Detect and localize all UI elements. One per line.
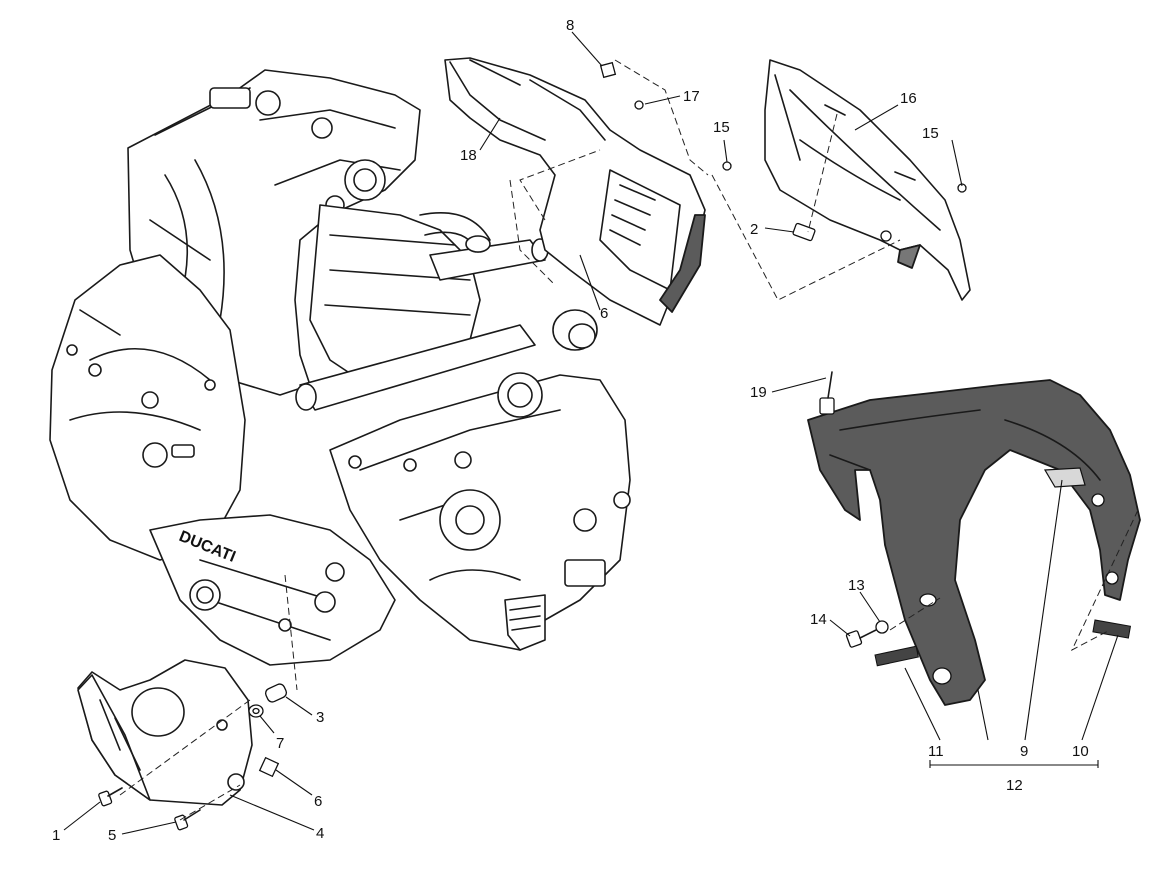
nut-hardware-6 (258, 756, 280, 778)
callout-8: 8 (566, 17, 574, 34)
callout-10: 10 (1072, 743, 1089, 760)
callout-3: 3 (316, 709, 324, 726)
callout-9: 9 (1020, 743, 1028, 760)
callout-1: 1 (52, 827, 60, 844)
leader-lines (63, 31, 1119, 835)
screw-hardware-1 (98, 787, 123, 807)
washer-hardware-7 (248, 704, 264, 718)
callout-11: 11 (928, 743, 944, 760)
callout-18: 18 (460, 147, 477, 164)
sprocket-cover-assembly (77, 574, 298, 831)
callout-17: 17 (683, 88, 700, 105)
callout-5: 5 (108, 827, 116, 844)
decal-11 (874, 645, 919, 667)
callout-7: 7 (276, 735, 284, 752)
head-cover-assembly (711, 59, 971, 301)
callout-2: 2 (750, 221, 758, 238)
screw-hardware-5 (174, 809, 201, 831)
spacer-hardware-3 (264, 683, 288, 703)
callout-6b: 6 (314, 793, 322, 810)
callout-6a: 6 (600, 305, 608, 322)
callout-12: 12 (1006, 777, 1023, 794)
callout-labels: 8 17 18 15 16 15 2 6 19 13 14 11 9 10 12… (52, 17, 1089, 844)
side-fairing-assembly (807, 371, 1141, 706)
callout-16: 16 (900, 90, 917, 107)
callout-4: 4 (316, 825, 324, 842)
screw-hardware-14 (845, 629, 877, 648)
decal-10 (1092, 619, 1132, 639)
callout-13: 13 (848, 577, 865, 594)
callout-14: 14 (810, 611, 827, 628)
callout-15a: 15 (713, 119, 730, 136)
callout-15b: 15 (922, 125, 939, 142)
belt-cover-assembly (444, 57, 732, 326)
engine-assembly: DUCATI (49, 69, 631, 666)
callout-19: 19 (750, 384, 767, 401)
